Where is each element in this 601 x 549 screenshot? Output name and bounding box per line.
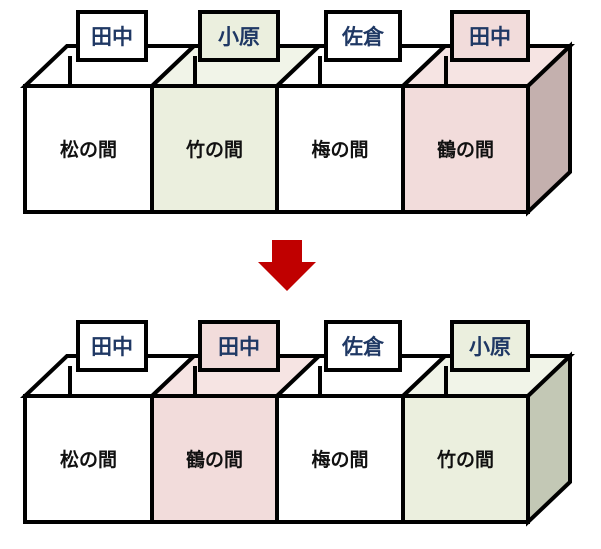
room: 梅の間 xyxy=(275,394,405,524)
room-name: 松の間 xyxy=(60,138,117,161)
room: 鶴の間 xyxy=(401,84,530,214)
person-label: 小原 xyxy=(450,320,530,372)
room-name: 竹の間 xyxy=(436,448,494,471)
room-name: 梅の間 xyxy=(311,138,368,161)
person-name: 佐倉 xyxy=(341,25,385,49)
room-name: 梅の間 xyxy=(311,448,368,471)
person-name: 田中 xyxy=(218,335,260,359)
person-name: 小原 xyxy=(218,25,260,49)
person-label-box xyxy=(76,10,148,62)
person-label: 田中 xyxy=(76,10,148,62)
person-label-box xyxy=(76,320,148,372)
room-name: 鶴の間 xyxy=(437,138,494,161)
person-label: 田中 xyxy=(76,320,148,372)
room-name: 竹の間 xyxy=(185,138,243,161)
person-name: 佐倉 xyxy=(341,335,385,359)
room-name: 松の間 xyxy=(60,448,117,471)
person-label: 田中 xyxy=(198,320,280,372)
person-label: 佐倉 xyxy=(324,10,402,62)
room: 竹の間 xyxy=(401,394,530,524)
room: 竹の間 xyxy=(150,84,279,214)
person-label-box xyxy=(324,320,402,372)
person-label: 佐倉 xyxy=(324,320,402,372)
person-name: 田中 xyxy=(91,335,133,359)
person-label-box xyxy=(450,10,530,62)
room-front-face xyxy=(23,394,154,524)
person-label-box xyxy=(324,10,402,62)
room-front-face xyxy=(150,84,279,214)
person-label-box xyxy=(198,10,280,62)
room: 梅の間 xyxy=(275,84,405,214)
room-name: 鶴の間 xyxy=(186,448,243,471)
person-name: 田中 xyxy=(469,25,511,49)
room-front-face xyxy=(23,84,154,214)
room: 松の間 xyxy=(23,394,154,524)
room-front-face xyxy=(401,394,530,524)
person-label: 小原 xyxy=(198,10,280,62)
person-label-box xyxy=(198,320,280,372)
room-front-face xyxy=(401,84,530,214)
person-name: 田中 xyxy=(91,25,133,49)
room-front-face xyxy=(275,394,405,524)
room: 松の間 xyxy=(23,84,154,214)
person-name: 小原 xyxy=(469,335,511,359)
person-label: 田中 xyxy=(450,10,530,62)
person-label-box xyxy=(450,320,530,372)
room-front-face xyxy=(150,394,279,524)
room: 鶴の間 xyxy=(150,394,279,524)
down-arrow-icon xyxy=(258,240,316,291)
